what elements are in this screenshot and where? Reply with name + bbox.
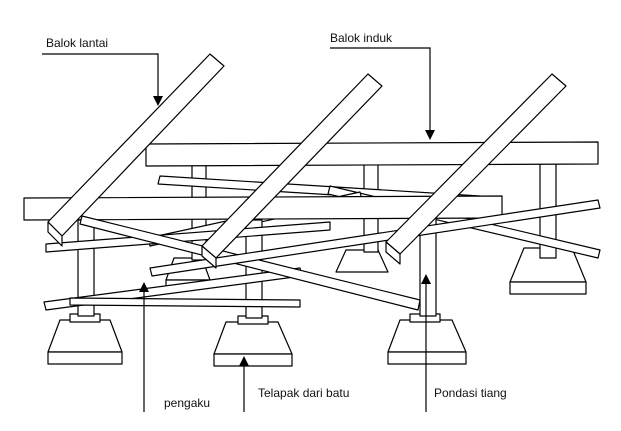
leader-balok-induk (330, 47, 435, 140)
label-pengaku: pengaku (164, 396, 210, 410)
label-balok-lantai: Balok lantai (46, 36, 108, 50)
stone-footing-front-right (387, 313, 467, 365)
floor-joist-left (47, 53, 225, 247)
stone-footings (47, 247, 587, 367)
floor-joists (47, 53, 567, 269)
leader-pengaku (139, 282, 149, 412)
label-telapak: Telapak dari batu (258, 386, 349, 400)
stone-footing-front-left (47, 313, 123, 365)
floor-joist-right (385, 73, 567, 265)
stone-footing-back-middle (335, 249, 389, 273)
front-bracing (43, 199, 601, 311)
stone-footing-front-middle (213, 315, 293, 367)
stone-footing-back-right (509, 247, 587, 295)
back-girder (139, 141, 599, 167)
leader-telapak (239, 356, 249, 412)
floor-joist-middle (201, 73, 383, 269)
leader-balok-lantai (42, 53, 163, 106)
leader-pondasi (421, 274, 431, 412)
label-balok-induk: Balok induk (330, 31, 393, 45)
label-pondasi: Pondasi tiang (434, 386, 507, 400)
